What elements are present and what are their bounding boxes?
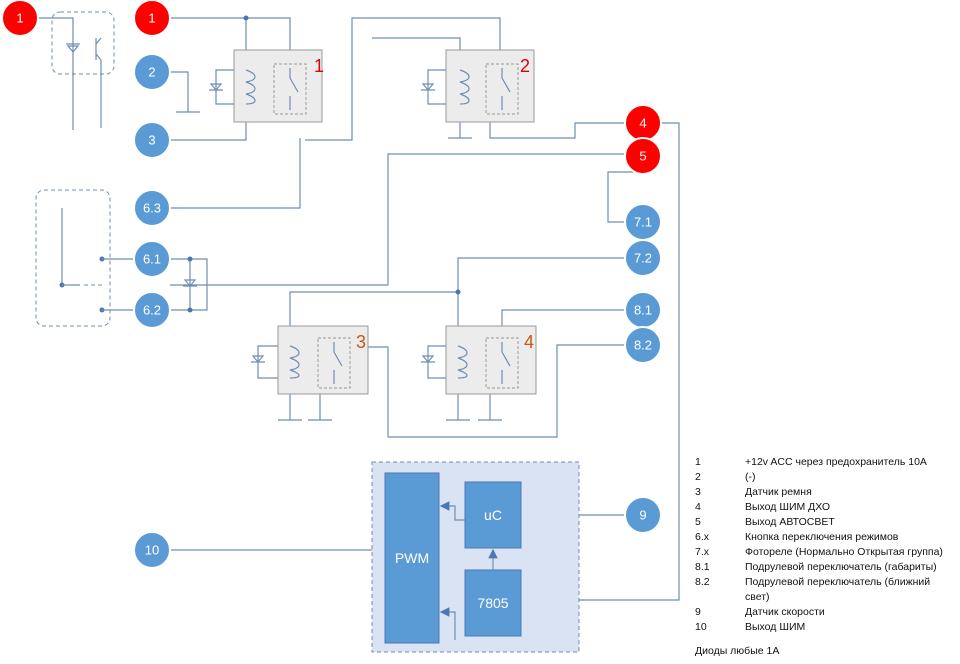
node-3: 3 bbox=[133, 121, 171, 159]
node-1-right: 1 bbox=[133, 0, 171, 37]
legend-row: 2 (-) bbox=[695, 470, 955, 485]
legend-key: 8.2 bbox=[695, 576, 710, 588]
legend-key: 2 bbox=[695, 471, 701, 483]
legend-row: 3 Датчик ремня bbox=[695, 485, 955, 500]
relay-number: 1 bbox=[314, 56, 324, 76]
legend-text: (-) bbox=[745, 471, 756, 483]
legend-text: Подрулевой переключатель (ближний свет) bbox=[745, 576, 931, 603]
legend-text: Подрулевой переключатель (габариты) bbox=[745, 561, 937, 573]
relay-number: 2 bbox=[520, 56, 530, 76]
relay-number: 4 bbox=[524, 332, 534, 352]
legend-key: 3 bbox=[695, 486, 701, 498]
node-8-1: 8.1 bbox=[624, 291, 662, 329]
node-10: 10 bbox=[133, 531, 171, 569]
relay-1: 1 bbox=[233, 49, 324, 123]
legend-key: 7.x bbox=[695, 546, 710, 558]
svg-text:8.2: 8.2 bbox=[634, 338, 652, 353]
legend-row: 6.x Кнопка переключения режимов bbox=[695, 530, 955, 545]
node-5: 5 bbox=[624, 137, 662, 175]
legend-row: 8.1 Подрулевой переключатель (габариты) bbox=[695, 560, 955, 575]
legend-key: 4 bbox=[695, 501, 701, 513]
regulator-block-label: 7805 bbox=[477, 595, 508, 611]
node-1-left: 1 bbox=[1, 0, 39, 37]
legend-key: 9 bbox=[695, 606, 701, 618]
legend-row: 10 Выход ШИМ bbox=[695, 620, 955, 635]
svg-text:6.1: 6.1 bbox=[143, 252, 161, 267]
legend-row: 4 Выход ШИМ ДХО bbox=[695, 500, 955, 515]
optocoupler bbox=[51, 11, 115, 75]
legend-text: Датчик скорости bbox=[745, 606, 825, 618]
relay-3: 3 bbox=[277, 325, 369, 395]
svg-text:2: 2 bbox=[148, 65, 155, 80]
svg-text:1: 1 bbox=[16, 11, 23, 26]
controller-module: PWM uC 7805 bbox=[371, 461, 580, 653]
legend-row: 5 Выход АВТОСВЕТ bbox=[695, 515, 955, 530]
node-7-2: 7.2 bbox=[624, 239, 662, 277]
legend-text: Выход ШИМ bbox=[745, 621, 806, 633]
node-2: 2 bbox=[133, 53, 171, 91]
node-9: 9 bbox=[624, 496, 662, 534]
node-8-2: 8.2 bbox=[624, 326, 662, 364]
legend-text: Фотореле (Нормально Открытая группа) bbox=[745, 546, 943, 558]
legend-key: 10 bbox=[695, 621, 707, 633]
legend-key: 1 bbox=[695, 456, 701, 468]
legend-text: Кнопка переключения режимов bbox=[745, 531, 899, 543]
svg-text:5: 5 bbox=[639, 149, 646, 164]
legend-text: Выход АВТОСВЕТ bbox=[745, 516, 835, 528]
legend-row: 1 +12v ACC через предохранитель 10А bbox=[695, 455, 955, 470]
svg-text:1: 1 bbox=[148, 11, 155, 26]
legend-row: 9 Датчик скорости bbox=[695, 605, 955, 620]
legend-row: 7.x Фотореле (Нормально Открытая группа) bbox=[695, 545, 955, 560]
svg-text:8.1: 8.1 bbox=[634, 303, 652, 318]
relay-4: 4 bbox=[445, 325, 537, 395]
legend-text: +12v ACC через предохранитель 10А bbox=[745, 456, 927, 468]
svg-text:7.1: 7.1 bbox=[634, 215, 652, 230]
legend-text: Выход ШИМ ДХО bbox=[745, 501, 831, 513]
mode-switch bbox=[35, 189, 134, 327]
legend-key: 5 bbox=[695, 516, 701, 528]
uc-block-label: uC bbox=[484, 507, 502, 523]
legend-key: 8.1 bbox=[695, 561, 710, 573]
connection-nodes: 1 1 2 3 4 5 6.3 6.1 bbox=[1, 0, 662, 569]
svg-text:9: 9 bbox=[639, 508, 646, 523]
node-7-1: 7.1 bbox=[624, 203, 662, 241]
legend-key: 6.x bbox=[695, 531, 710, 543]
relay-number: 3 bbox=[356, 332, 366, 352]
diodes bbox=[183, 83, 435, 363]
pwm-block-label: PWM bbox=[395, 550, 429, 566]
node-6-2: 6.2 bbox=[133, 291, 171, 329]
relay-2: 2 bbox=[445, 49, 535, 123]
node-6-1: 6.1 bbox=[133, 240, 171, 278]
svg-text:7.2: 7.2 bbox=[634, 251, 652, 266]
svg-text:10: 10 bbox=[145, 543, 159, 558]
node-6-3: 6.3 bbox=[133, 189, 171, 227]
svg-text:6.2: 6.2 bbox=[143, 303, 161, 318]
svg-text:4: 4 bbox=[639, 116, 646, 131]
legend-note: Диоды любые 1А bbox=[695, 645, 780, 657]
svg-text:6.3: 6.3 bbox=[143, 201, 161, 216]
legend-text: Датчик ремня bbox=[745, 486, 812, 498]
legend-row: 8.2 Подрулевой переключатель (ближний све… bbox=[695, 575, 955, 605]
svg-text:3: 3 bbox=[148, 133, 155, 148]
node-4: 4 bbox=[624, 104, 662, 142]
